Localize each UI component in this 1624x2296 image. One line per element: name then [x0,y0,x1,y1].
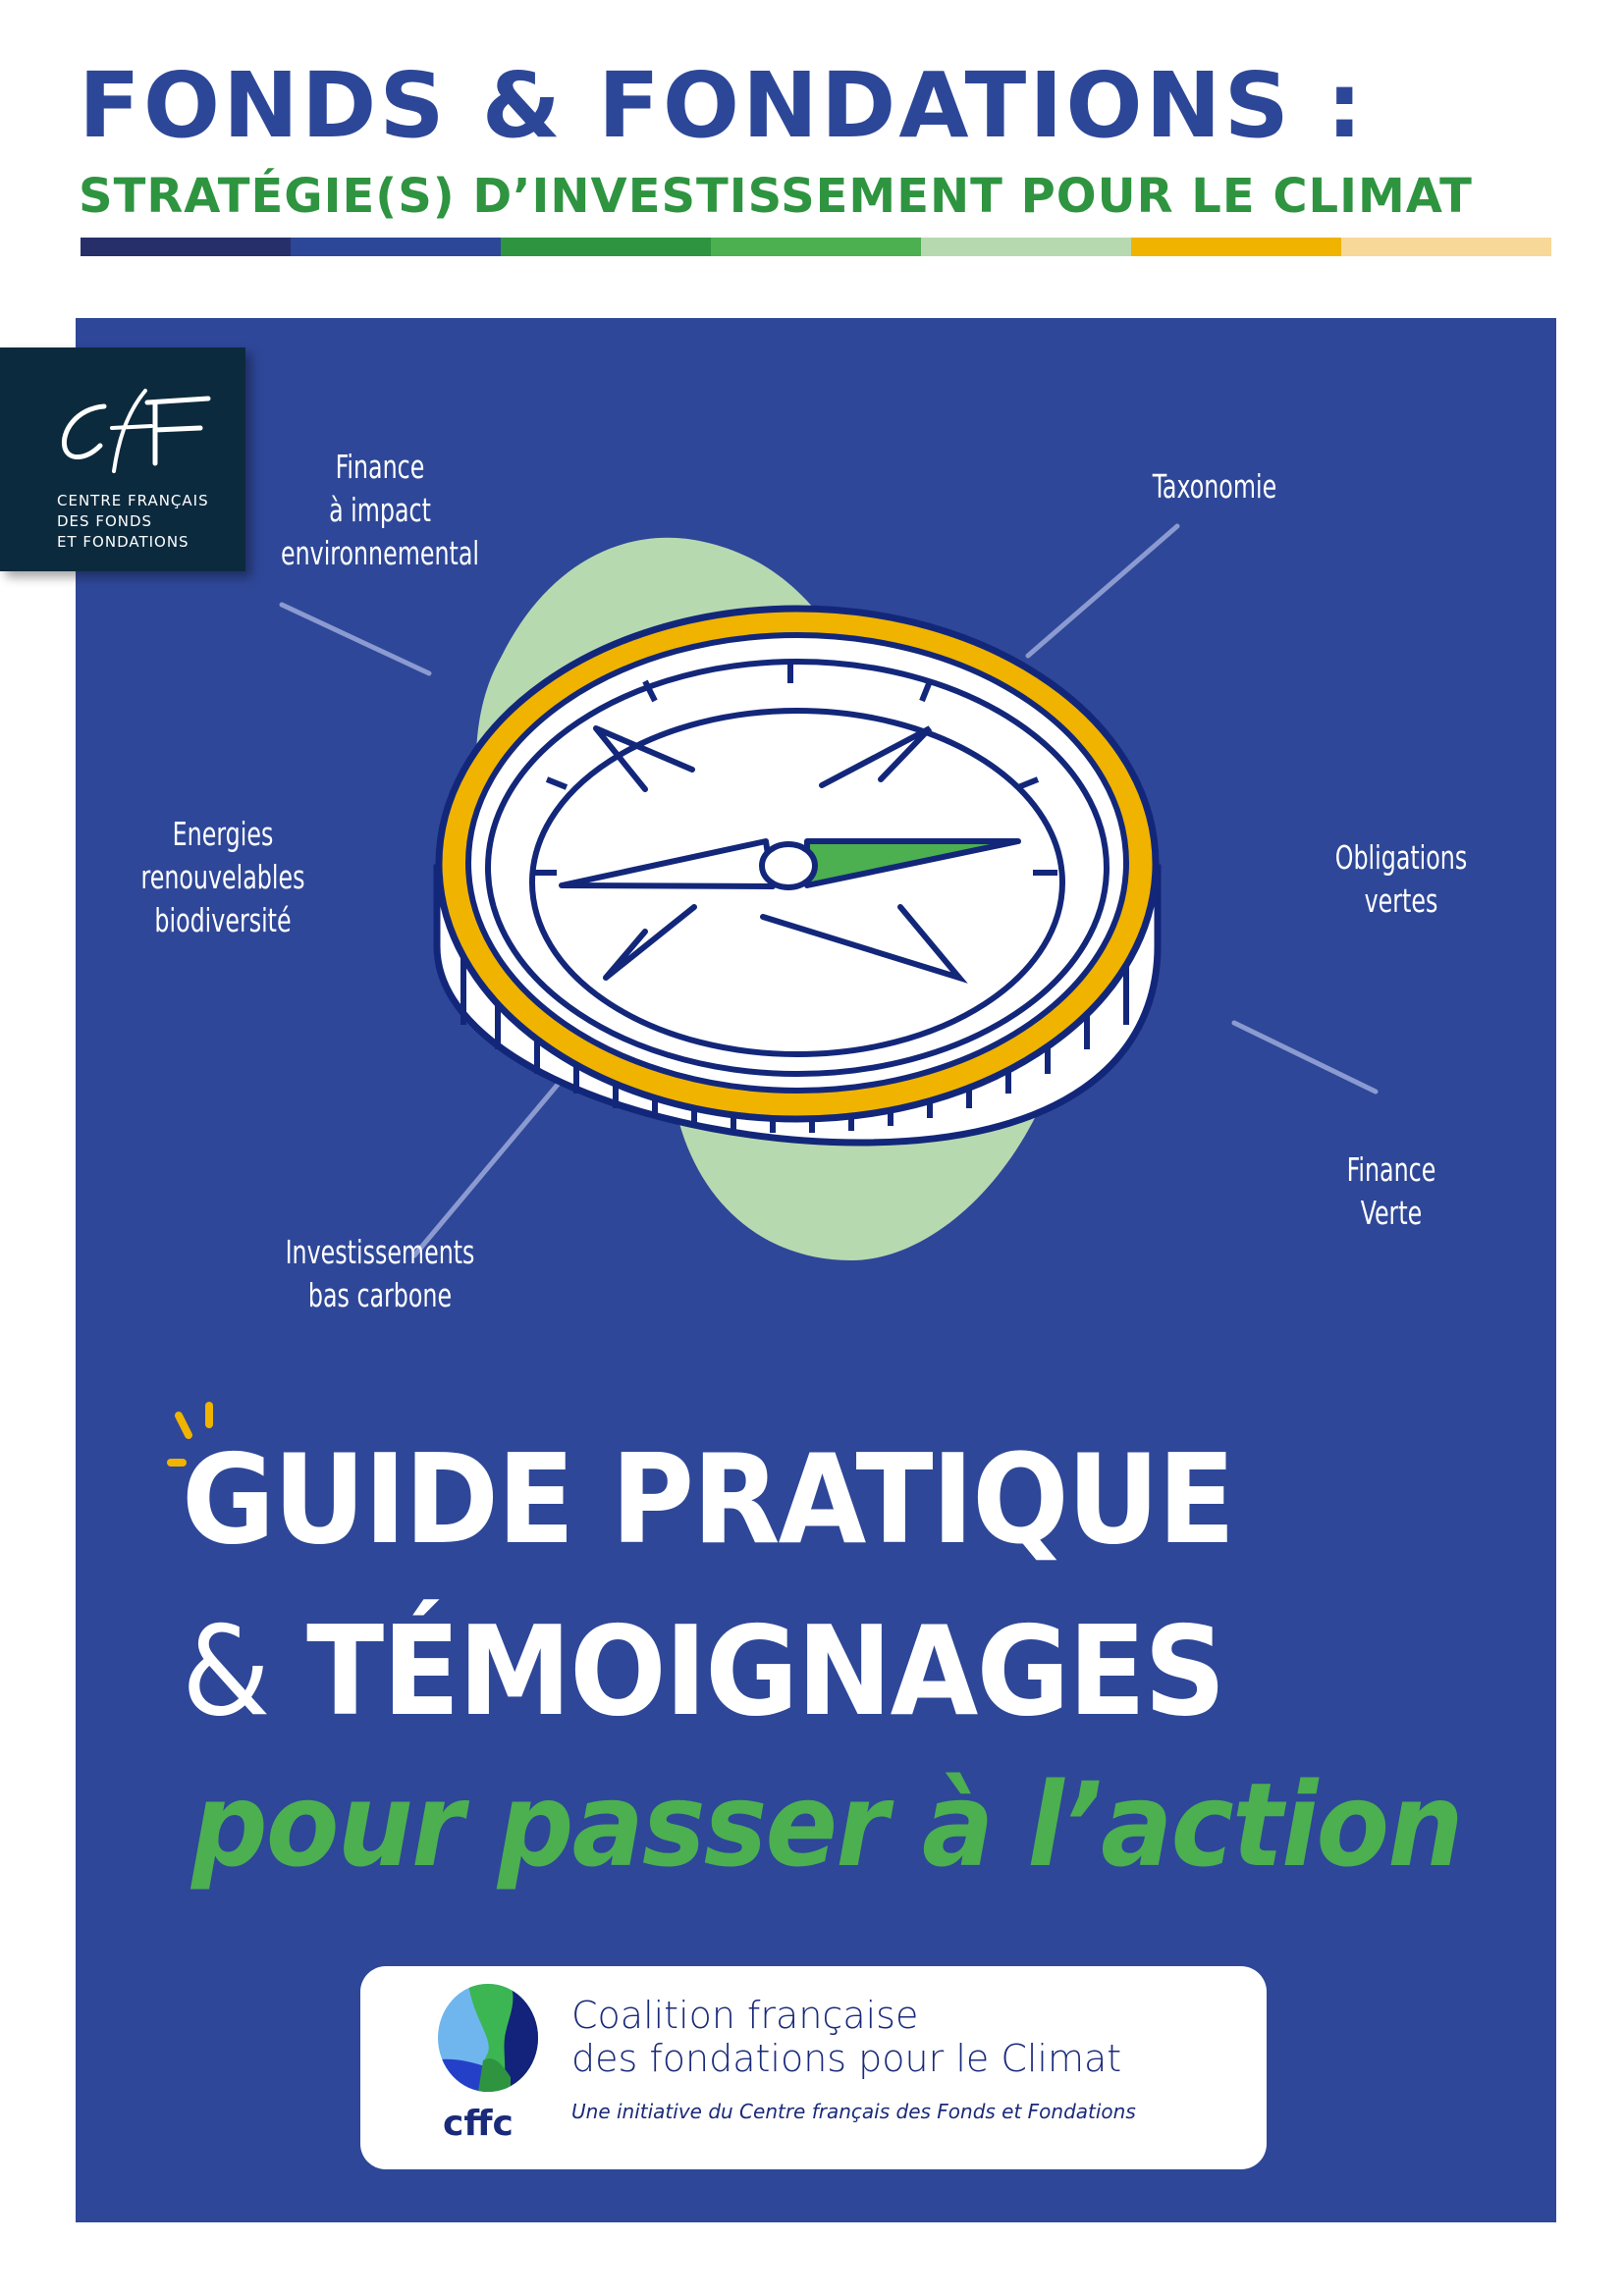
label-bas-carbone: Investissements bas carbone [278,1231,482,1317]
stripe-segment [81,238,291,256]
label-obligations-vertes: Obligations vertes [1315,836,1488,923]
label-line: à impact [329,491,431,529]
label-line: Finance [335,448,425,486]
label-line: Investissements [285,1233,475,1271]
cffc-name-line: Coalition française [571,1994,919,2037]
cffc-name-line: des fondations pour le Climat [571,2037,1122,2080]
ampersand: & [182,1599,270,1743]
cff-org-line: CENTRE FRANÇAIS [57,492,209,509]
cff-org-line: ET FONDATIONS [57,533,189,551]
cff-logo: CENTRE FRANÇAIS DES FONDS ET FONDATIONS [0,347,245,571]
cover-panel: Finance à impact environnemental Taxonom… [76,318,1556,2222]
stripe-segment [921,238,1131,256]
label-line: biodiversité [154,901,292,939]
label-finance-verte: Finance Verte [1321,1148,1462,1235]
label-line: bas carbone [307,1276,453,1314]
label-line: renouvelables [140,858,305,896]
cover-title: FONDS & FONDATIONS : [79,53,1366,158]
stripe-segment [1341,238,1551,256]
guide-title-line2: & TÉMOIGNAGES [182,1610,1226,1734]
cff-org-line: DES FONDS [57,512,153,530]
stripe-segment [711,238,921,256]
cover-subtitle: STRATÉGIE(S) D’INVESTISSEMENT POUR LE CL… [79,169,1473,224]
label-line: Obligations [1334,838,1468,877]
temoignages-text: TÉMOIGNAGES [306,1599,1226,1743]
color-stripe-divider [81,238,1551,256]
cffc-name: Coalition française des fondations pour … [571,1994,1121,2080]
label-line: environnemental [280,534,480,572]
label-finance-impact: Finance à impact environnemental [278,446,482,575]
label-line: Finance [1346,1150,1436,1189]
cffc-logo-card: cffc Coalition française des fondations … [360,1966,1267,2169]
stripe-segment [501,238,711,256]
label-line: Verte [1360,1194,1423,1232]
cffc-tagline: Une initiative du Centre français des Fo… [571,2100,1136,2123]
cff-monogram-icon [61,389,211,473]
stripe-segment [291,238,501,256]
label-line: Energies [172,815,274,853]
label-line: Taxonomie [1152,467,1277,506]
stripe-segment [1131,238,1341,256]
guide-title-line1: GUIDE PRATIQUE [182,1427,1235,1572]
label-energies: Energies renouvelables biodiversité [129,813,317,942]
label-taxonomie: Taxonomie [1136,465,1293,508]
cffc-globe-icon [438,1984,538,2092]
spark-icon [167,1402,213,1467]
cffc-abbreviation: cffc [443,2104,514,2144]
label-line: vertes [1364,881,1438,920]
guide-tagline: pour passer à l’action [191,1757,1464,1893]
compass-icon [279,523,1379,1260]
